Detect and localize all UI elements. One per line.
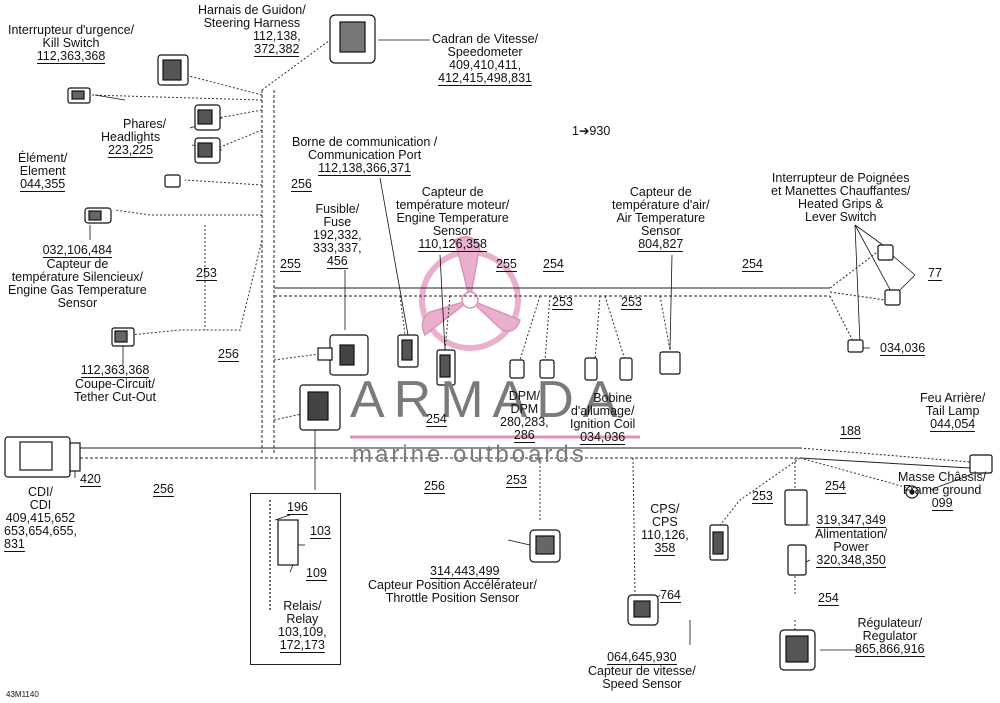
label-power: 319,347,349 Alimentation/ Power 320,348,… (815, 513, 888, 568)
harness-trunks (80, 90, 971, 469)
label-tail-lamp: Feu Arrière/ Tail Lamp 044,054 (920, 391, 986, 432)
air-temp-sensor-icon (659, 351, 681, 375)
element-connector-icon (164, 174, 181, 188)
label-speedometer: Cadran de Vitesse/ Speedometer 409,410,4… (432, 32, 539, 86)
speed-sensor-icon (627, 594, 659, 626)
fuse-holder-icon (317, 334, 369, 376)
label-regulator: Régulateur/ Regulator 865,866,916 (855, 616, 925, 657)
tether-connector-icon (111, 327, 135, 347)
ref-256: 256 (291, 177, 312, 192)
label-dpm: DPM/ DPM 280,283, 286 (500, 389, 549, 443)
ref-253: 253 (552, 295, 573, 310)
ref-420: 420 (80, 472, 101, 487)
ref-103: 103 (310, 524, 331, 539)
ref-253: 253 (621, 295, 642, 310)
throttle-sensor-connector-icon (529, 529, 561, 563)
label-frame-ground: Masse Châssis/ Frame ground 099 (898, 470, 987, 511)
figure-code: 43M1140 (6, 690, 39, 699)
label-comm-port: Borne de communication / Communication P… (292, 135, 438, 176)
dpm-connector-icon (509, 359, 555, 379)
ref-256: 256 (153, 482, 174, 497)
ref-253: 253 (752, 489, 773, 504)
watermark-propeller-logo (350, 236, 640, 439)
ref-256: 256 (218, 347, 239, 362)
ref-188: 188 (840, 424, 861, 439)
regulator-connector-icon (779, 629, 816, 671)
label-kill-switch: Interrupteur d'urgence/ Kill Switch 112,… (8, 23, 135, 64)
ref-196: 196 (287, 500, 308, 515)
label-steering-harness: Harnais de Guidon/ Steering Harness 112,… (198, 3, 306, 57)
steering-harness-connector-icon (157, 54, 189, 86)
leader-lines (74, 39, 971, 651)
label-headlights: Phares/ Headlights 223,225 (101, 117, 167, 158)
speedometer-connector-icon (329, 14, 376, 64)
watermark-brand: ARMADA (350, 371, 627, 429)
ref-254: 254 (825, 479, 846, 494)
tail-lamp-connector-icon (969, 454, 993, 474)
label-cdi: CDI/ CDI 409,415,652 653,654,655, 831 (4, 485, 77, 552)
relay-icon (299, 384, 341, 431)
label-tether: 112,363,368 Coupe-Circuit/ Tether Cut-Ou… (74, 363, 156, 404)
label-ignition-coil: Bobine d'allumage/ Ignition Coil 034,036 (570, 391, 636, 445)
label-grips-switch: Interrupteur de Poignées et Manettes Cha… (771, 171, 911, 224)
label-engine-gas-temp: 032,106,484 Capteur de température Silen… (8, 243, 147, 310)
engine-temp-sensor-icon (436, 349, 456, 386)
ref-253: 253 (196, 266, 217, 281)
exhaust-temp-sensor-icon (84, 207, 112, 224)
power-connector-icon (784, 489, 808, 576)
grips-switch-connector-icon (847, 244, 901, 353)
ref-764: 764 (660, 588, 681, 603)
ignition-coil-connector-icon (584, 357, 633, 381)
label-relay: Relais/ Relay 103,109, 172,173 (278, 599, 327, 653)
ref-109: 109 (306, 566, 327, 581)
label-range-930: 1➔930 (572, 124, 611, 138)
ref-254: 254 (818, 591, 839, 606)
harness-branches (89, 39, 916, 630)
cdi-module-icon (4, 436, 81, 478)
ref-253: 253 (506, 473, 527, 488)
ref-255: 255 (280, 257, 301, 272)
label-element: Élément/ Element 044,355 (18, 151, 68, 192)
label-cps: CPS/ CPS 110,126, 358 (641, 502, 689, 556)
label-engine-temp: Capteur de température moteur/ Engine Te… (396, 185, 510, 252)
comm-port-connector-icon (397, 334, 419, 368)
kill-switch-connector-icon (67, 87, 91, 104)
ref-256: 256 (424, 479, 445, 494)
ref-254: 254 (742, 257, 763, 272)
ref-255: 255 (496, 257, 517, 272)
frame-ground-icon (905, 485, 919, 499)
watermark-tagline: marine outboards (352, 441, 587, 468)
headlight-connector-icon (194, 104, 221, 131)
ref-254: 254 (426, 412, 447, 427)
relay-detail-box (250, 493, 341, 665)
ref-254: 254 (543, 257, 564, 272)
label-speed-sensor: 064,645,930 Capteur de vitesse/ Speed Se… (588, 650, 696, 691)
label-throttle: 314,443,499 Capteur Position Accélérateu… (368, 564, 537, 605)
components (4, 14, 993, 671)
relay-pinout-icon (269, 500, 299, 610)
ref-77: 77 (928, 266, 942, 281)
cps-connector-icon (709, 524, 729, 561)
label-fuse: Fusible/ Fuse 192,332, 333,337, 456 (313, 202, 362, 269)
label-air-temp: Capteur de température d'air/ Air Temper… (612, 185, 710, 252)
ref-grips-switch: 034,036 (880, 341, 926, 356)
headlight-connector-icon (194, 137, 221, 164)
